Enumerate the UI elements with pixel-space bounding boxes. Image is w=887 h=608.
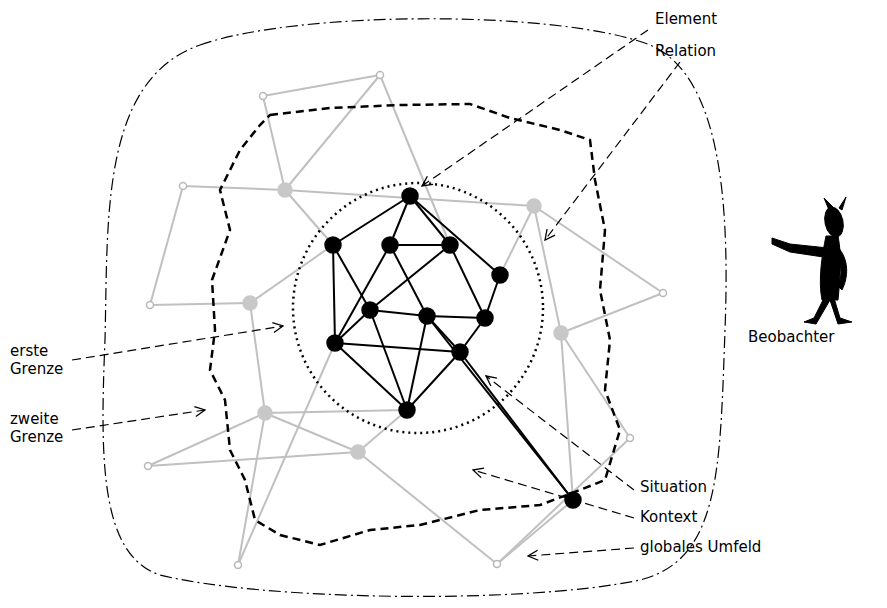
second-boundary	[210, 104, 620, 545]
global-boundary	[103, 19, 726, 597]
observer-figure	[772, 197, 852, 324]
context-relations	[148, 75, 663, 565]
observer-label: Beobachter	[748, 328, 834, 346]
relation-label: Relation	[655, 42, 716, 60]
region-label: Situation	[640, 478, 707, 496]
boundary-label: zweite Grenze	[10, 410, 80, 446]
boundary-label: erste Grenze	[10, 342, 80, 378]
system-elements	[325, 188, 581, 508]
context-elements	[145, 72, 667, 569]
system-relations	[333, 196, 573, 500]
leader-lines	[72, 30, 680, 556]
first-boundary	[293, 183, 543, 433]
region-label: Kontext	[640, 508, 697, 526]
region-label: globales Umfeld	[640, 538, 761, 556]
element-label: Element	[655, 10, 717, 28]
